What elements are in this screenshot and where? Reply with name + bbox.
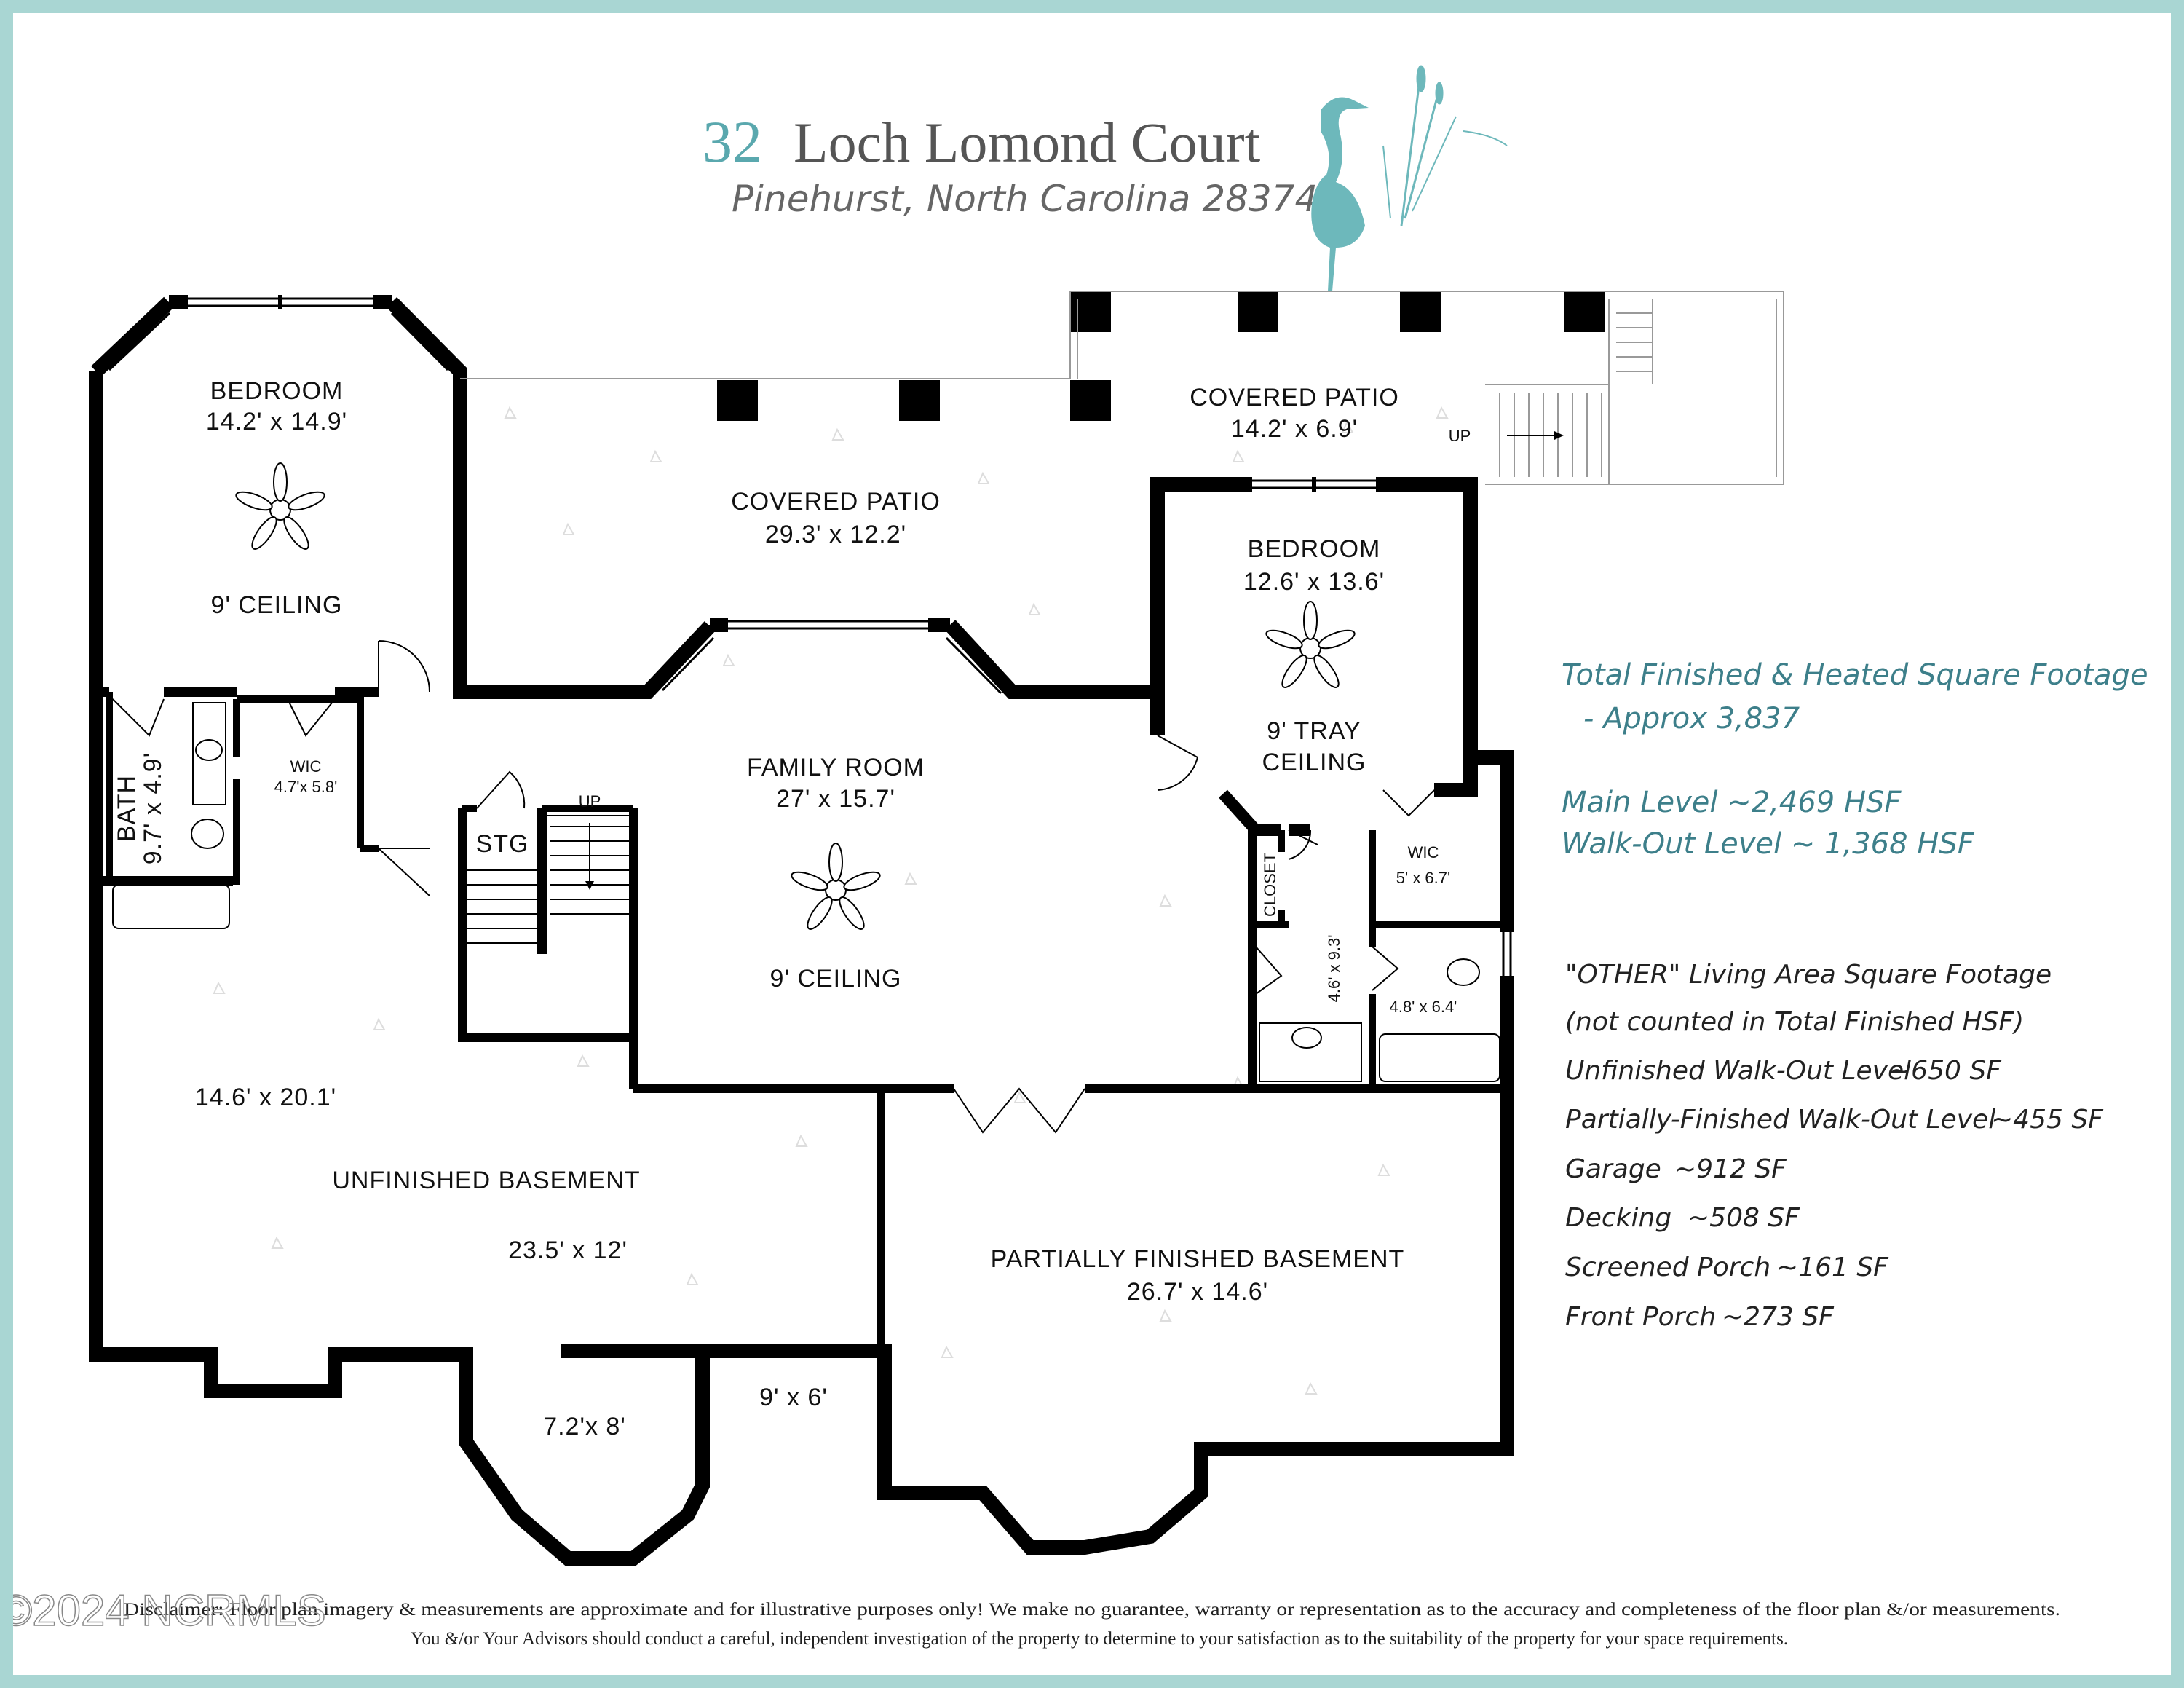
partially-finished-name: PARTIALLY FINISHED BASEMENT xyxy=(991,1245,1405,1273)
walkout-level-total: Walk-Out Level ~ 1,368 HSF xyxy=(1562,827,1975,861)
bedroom-east-size: 12.6' x 13.6' xyxy=(1243,568,1385,596)
other-item-value: ~912 SF xyxy=(1674,1154,1787,1184)
covered-patio-main-size: 29.3' x 12.2' xyxy=(765,521,906,548)
other-areas: "OTHER" Living Area Square Footage (not … xyxy=(1565,960,2104,1332)
bedroom-west-ceiling: 9' CEILING xyxy=(211,591,343,619)
heron-logo-icon xyxy=(1311,65,1508,292)
bath-west-name: BATH xyxy=(113,775,141,842)
nook-size: 9' x 6' xyxy=(759,1384,828,1411)
floor-plan-drawing: 32 Loch Lomond Court Pinehurst, North Ca… xyxy=(13,65,2148,1649)
address-street: Loch Lomond Court xyxy=(794,111,1261,174)
totals-note: Total Finished & Heated Square Footage -… xyxy=(1562,658,2148,861)
stg-name: STG xyxy=(476,830,529,858)
header: 32 Loch Lomond Court Pinehurst, North Ca… xyxy=(703,65,1508,292)
bay-small-size: 7.2'x 8' xyxy=(543,1413,626,1440)
other-item-label: Partially-Finished Walk-Out Level xyxy=(1565,1105,1995,1135)
disclaimer-line-2: You &/or Your Advisors should conduct a … xyxy=(411,1629,1788,1649)
disclaimer-line-1: Disclaimer: Floor plan imagery & measure… xyxy=(124,1600,2060,1620)
stair-arrowhead-east-icon xyxy=(1554,431,1564,440)
watermark: ©2024 NCRMLS xyxy=(13,1586,326,1635)
wic-west-size: 4.7'x 5.8' xyxy=(274,778,338,796)
totals-line-2: - Approx 3,837 xyxy=(1583,702,1800,735)
other-item-value: ~273 SF xyxy=(1722,1302,1835,1332)
bedroom-east-ceiling-1: 9' TRAY xyxy=(1267,717,1361,745)
stg-up: UP xyxy=(579,792,601,811)
bedroom-west-name: BEDROOM xyxy=(210,377,344,405)
main-level-total: Main Level ~2,469 HSF xyxy=(1562,786,1902,819)
fixtures xyxy=(112,702,1500,1082)
stair-arrowhead-west-icon xyxy=(585,881,594,890)
room-labels: BEDROOM 14.2' x 14.9' 9' CEILING COVERED… xyxy=(113,377,1471,1440)
family-room-name: FAMILY ROOM xyxy=(747,754,925,781)
unfinished-basement-name: UNFINISHED BASEMENT xyxy=(332,1167,640,1194)
disclaimer: Disclaimer: Floor plan imagery & measure… xyxy=(124,1600,2060,1649)
bedroom-east-name: BEDROOM xyxy=(1248,535,1381,563)
other-item-label: Decking xyxy=(1565,1203,1671,1233)
other-item-value: ~650 SF xyxy=(1889,1056,2002,1086)
bath-west-size: 9.7' x 4.9' xyxy=(139,752,167,864)
other-item-label: Unfinished Walk-Out Level xyxy=(1565,1056,1911,1086)
other-item-label: Front Porch xyxy=(1565,1302,1716,1332)
covered-patio-east-size: 14.2' x 6.9' xyxy=(1231,415,1358,443)
family-room-size: 27' x 15.7' xyxy=(776,785,895,813)
windows xyxy=(91,295,1512,976)
other-item-value: ~161 SF xyxy=(1776,1253,1889,1282)
other-item-label: Garage xyxy=(1565,1154,1661,1184)
wic-east-size: 5' x 6.7' xyxy=(1396,869,1450,887)
covered-patio-east-name: COVERED PATIO xyxy=(1190,384,1399,411)
covered-patio-main-name: COVERED PATIO xyxy=(731,488,941,516)
address-city: Pinehurst, North Carolina 28374 xyxy=(732,178,1318,220)
interior-stairs xyxy=(462,815,633,944)
other-title: "OTHER" Living Area Square Footage xyxy=(1565,960,2052,990)
wic-east-name: WIC xyxy=(1408,843,1439,861)
patio-outline xyxy=(460,291,1784,485)
hall-east-size: 4.6' x 9.3' xyxy=(1325,935,1343,1003)
bedroom-west-size: 14.2' x 14.9' xyxy=(206,408,347,435)
other-item-value: ~455 SF xyxy=(1991,1105,2104,1135)
other-item-value: ~508 SF xyxy=(1688,1203,1800,1233)
wic-west-name: WIC xyxy=(290,757,322,776)
other-subtitle: (not counted in Total Finished HSF) xyxy=(1565,1007,2024,1037)
door-swings xyxy=(112,640,1435,1134)
address-number: 32 xyxy=(703,109,762,175)
covered-patio-east-up: UP xyxy=(1449,427,1471,445)
unfinished-area-size: 14.6' x 20.1' xyxy=(195,1084,336,1111)
partially-finished-size: 26.7' x 14.6' xyxy=(1127,1278,1268,1306)
closet-name: CLOSET xyxy=(1261,853,1279,917)
family-room-ceiling: 9' CEILING xyxy=(770,965,902,993)
walls xyxy=(89,295,1514,1566)
totals-line-1: Total Finished & Heated Square Footage xyxy=(1562,658,2148,692)
bath-east-size: 4.8' x 6.4' xyxy=(1390,998,1457,1016)
patio-posts xyxy=(717,291,1605,421)
unfinished-basement-size: 23.5' x 12' xyxy=(508,1237,628,1264)
other-item-label: Screened Porch xyxy=(1565,1253,1770,1282)
bedroom-east-ceiling-2: CEILING xyxy=(1262,749,1366,776)
ceiling-fan-icon xyxy=(235,462,1356,930)
